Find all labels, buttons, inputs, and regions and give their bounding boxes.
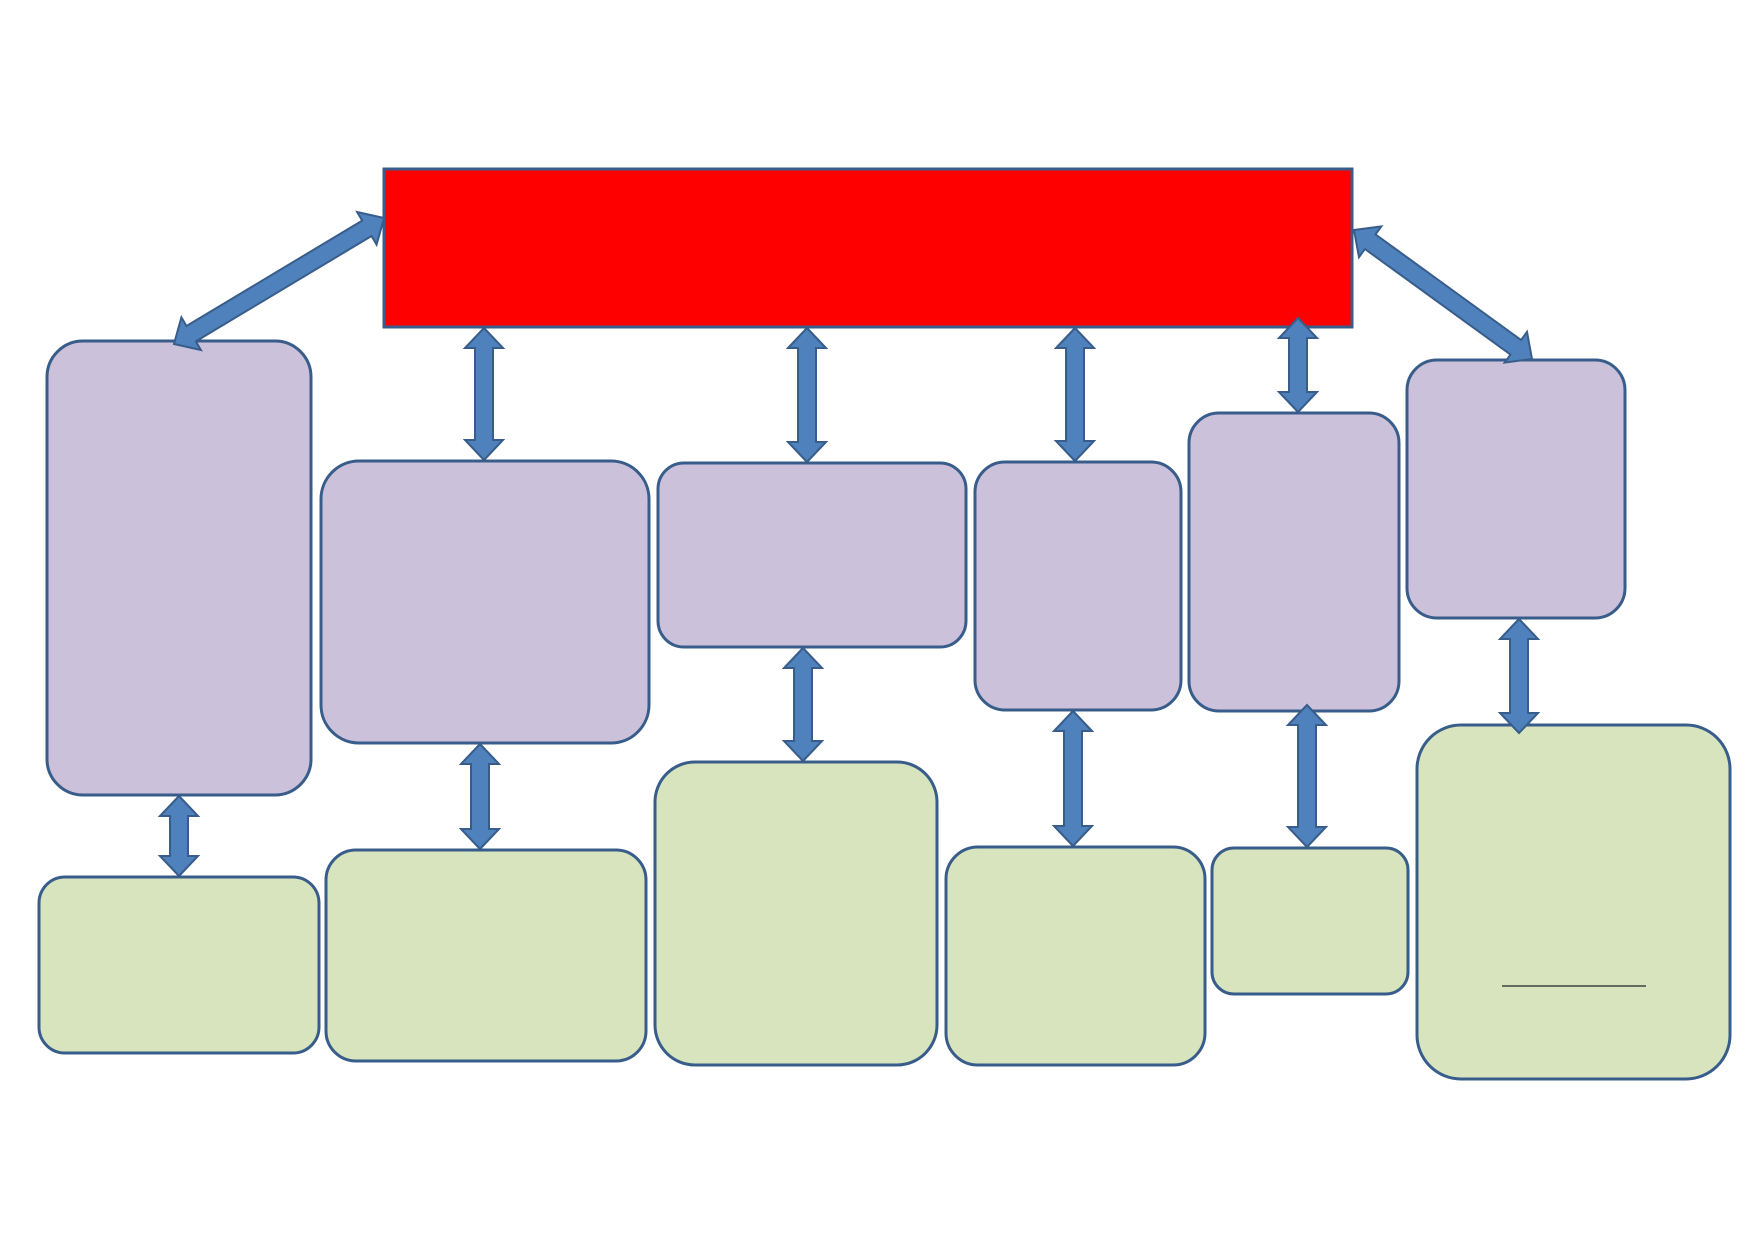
- arrow-upper-5-to-lower-5[interactable]: [1285, 703, 1329, 849]
- arrow-upper-1-to-lower-1[interactable]: [157, 794, 201, 878]
- lower-box-1[interactable]: [37, 875, 321, 1055]
- arrow-upper-3-to-lower-3[interactable]: [781, 646, 825, 763]
- arrow-central-to-upper-6[interactable]: [1352, 225, 1534, 364]
- arrow-central-to-upper-2[interactable]: [462, 326, 506, 462]
- lower-box-4[interactable]: [944, 845, 1207, 1067]
- arrows-group: [157, 210, 1541, 878]
- upper-box-5[interactable]: [1187, 411, 1401, 713]
- arrow-central-to-upper-4[interactable]: [1053, 326, 1097, 463]
- arrow-central-to-upper-1[interactable]: [172, 210, 386, 352]
- arrow-upper-4-to-lower-4[interactable]: [1051, 709, 1095, 848]
- arrow-central-to-upper-5[interactable]: [1276, 316, 1320, 414]
- lower-box-3[interactable]: [653, 760, 939, 1067]
- upper-box-4[interactable]: [973, 460, 1183, 712]
- upper-box-3[interactable]: [656, 461, 968, 649]
- arrow-upper-6-to-lower-6[interactable]: [1497, 617, 1541, 735]
- arrow-upper-2-to-lower-2[interactable]: [458, 742, 502, 851]
- upper-box-2[interactable]: [319, 459, 651, 745]
- lower-box-6[interactable]: [1415, 723, 1732, 1081]
- arrow-central-to-upper-3[interactable]: [785, 326, 829, 464]
- central-box[interactable]: [382, 167, 1354, 329]
- lower-box-5[interactable]: [1210, 846, 1410, 996]
- upper-box-1[interactable]: [45, 339, 313, 797]
- upper-box-6[interactable]: [1405, 358, 1627, 620]
- lower-box-2[interactable]: [324, 848, 648, 1063]
